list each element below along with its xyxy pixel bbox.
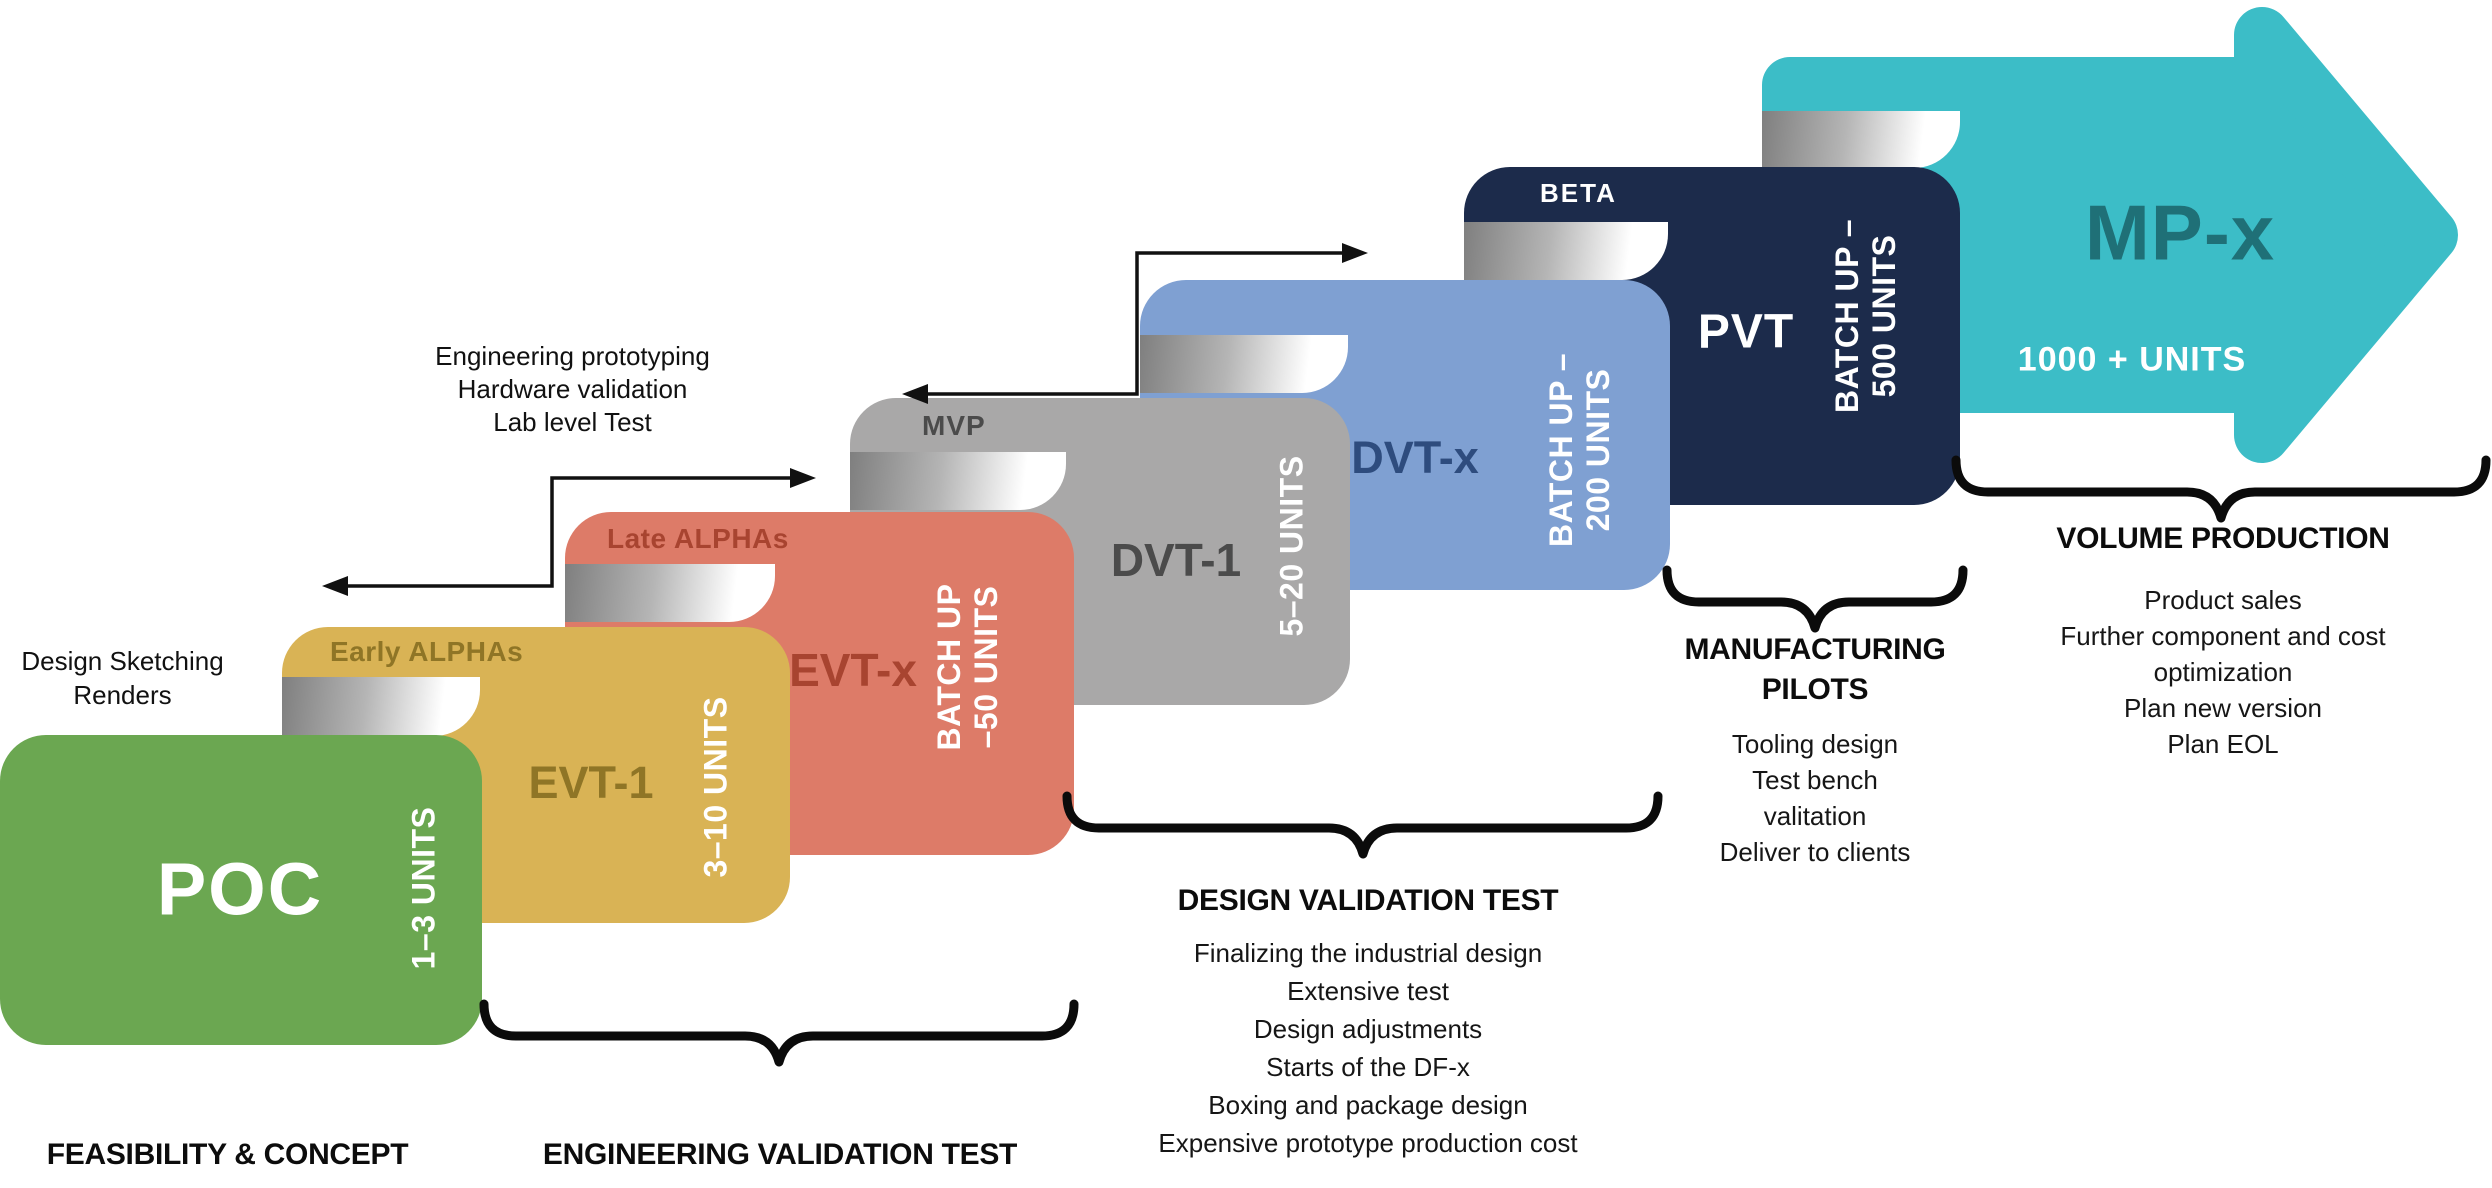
stage-title-evt-x: EVT-x — [789, 644, 917, 696]
group-items: Product sales Further component and cost… — [2023, 582, 2423, 762]
stage-units-pvt: BATCH UP – 500 UNITS — [1829, 218, 1902, 414]
stage-title-pvt: PVT — [1697, 305, 1795, 359]
stage-units-poc: 1–3 UNITS — [405, 806, 442, 970]
group-feasibility-concept: FEASIBILITY & CONCEPT — [20, 1136, 435, 1174]
step-arrow-1-left-head — [322, 576, 348, 596]
page-curl-evt-x — [565, 564, 775, 622]
group-heading: ENGINEERING VALIDATION TEST — [542, 1138, 1018, 1171]
brace-manufacturing-pilots — [1662, 565, 1968, 633]
list-item: Starts of the DF-x — [1266, 1052, 1470, 1082]
note-evt: Engineering prototyping Hardware validat… — [435, 341, 710, 437]
group-items: Finalizing the industrial design Extensi… — [1118, 934, 1618, 1162]
brace-engineering-validation — [479, 999, 1079, 1067]
list-item: Plan new version — [2124, 693, 2322, 723]
list-item: Boxing and package design — [1208, 1090, 1528, 1120]
step-arrow-2-right-head — [1342, 243, 1368, 263]
list-item: Design adjustments — [1253, 1014, 1483, 1044]
stage-tab-early-alphas: Early ALPHAs — [330, 636, 524, 667]
list-item: Plan EOL — [2167, 729, 2279, 759]
list-item: Extensive test — [1287, 976, 1449, 1006]
group-heading: FEASIBILITY & CONCEPT — [46, 1138, 409, 1171]
stage-title-evt-1: EVT-1 — [528, 757, 654, 808]
group-design-validation-test: DESIGN VALIDATION TEST Finalizing the in… — [1118, 882, 1618, 1162]
list-item: Product sales — [2144, 585, 2302, 615]
group-heading: DESIGN VALIDATION TEST — [1177, 884, 1559, 917]
group-manufacturing-pilots: MANUFACTURING PILOTS Tooling design Test… — [1650, 630, 1980, 870]
stage-title-dvt-x: DVT-x — [1351, 432, 1479, 483]
page-curl-dvt-1 — [850, 452, 1066, 510]
list-item: Further component and cost optimization — [2060, 621, 2386, 687]
list-item: valitation — [1763, 801, 1867, 831]
stage-card-poc — [0, 735, 482, 1045]
brace-design-validation — [1062, 791, 1663, 859]
group-heading: VOLUME PRODUCTION — [2056, 522, 2390, 555]
stage-units-evt-1: 3–10 UNITS — [697, 696, 734, 878]
stage-title-dvt-1: DVT-1 — [1110, 534, 1242, 586]
stage-tab-late-alphas: Late ALPHAs — [607, 523, 789, 554]
list-item: Finalizing the industrial design — [1193, 938, 1543, 968]
stage-title-mp-x: MP-x — [2084, 188, 2276, 277]
page-curl-evt-1 — [282, 677, 480, 736]
stage-tab-beta: BETA — [1540, 177, 1617, 208]
note-poc: Design Sketching Renders — [21, 646, 224, 710]
group-engineering-validation-test: ENGINEERING VALIDATION TEST — [530, 1136, 1030, 1174]
list-item: Test bench — [1752, 765, 1878, 795]
group-heading: MANUFACTURING PILOTS — [1684, 633, 1946, 706]
page-curl-dvt-x — [1140, 335, 1348, 393]
stage-tab-mvp: MVP — [922, 410, 986, 441]
brace-volume-production — [1951, 455, 2491, 523]
group-volume-production: VOLUME PRODUCTION Product sales Further … — [2023, 520, 2423, 762]
step-arrow-1-right-head — [790, 468, 816, 488]
stage-units-mp-x: 1000 + UNITS — [2017, 340, 2247, 379]
stage-units-dvt-1: 5–20 UNITS — [1273, 455, 1310, 637]
list-item: Expensive prototype production cost — [1158, 1128, 1578, 1158]
page-curl-mp-x — [1762, 111, 1960, 168]
list-item: Deliver to clients — [1719, 837, 1911, 867]
stage-units-dvt-x: BATCH UP – 200 UNITS — [1543, 352, 1616, 548]
stage-units-evt-x: BATCH UP –50 UNITS — [931, 583, 1004, 751]
stage-title-poc: POC — [156, 847, 324, 931]
page-curl-pvt — [1464, 222, 1668, 280]
group-items: Tooling design Test bench valitation Del… — [1650, 726, 1980, 870]
list-item: Tooling design — [1731, 729, 1899, 759]
